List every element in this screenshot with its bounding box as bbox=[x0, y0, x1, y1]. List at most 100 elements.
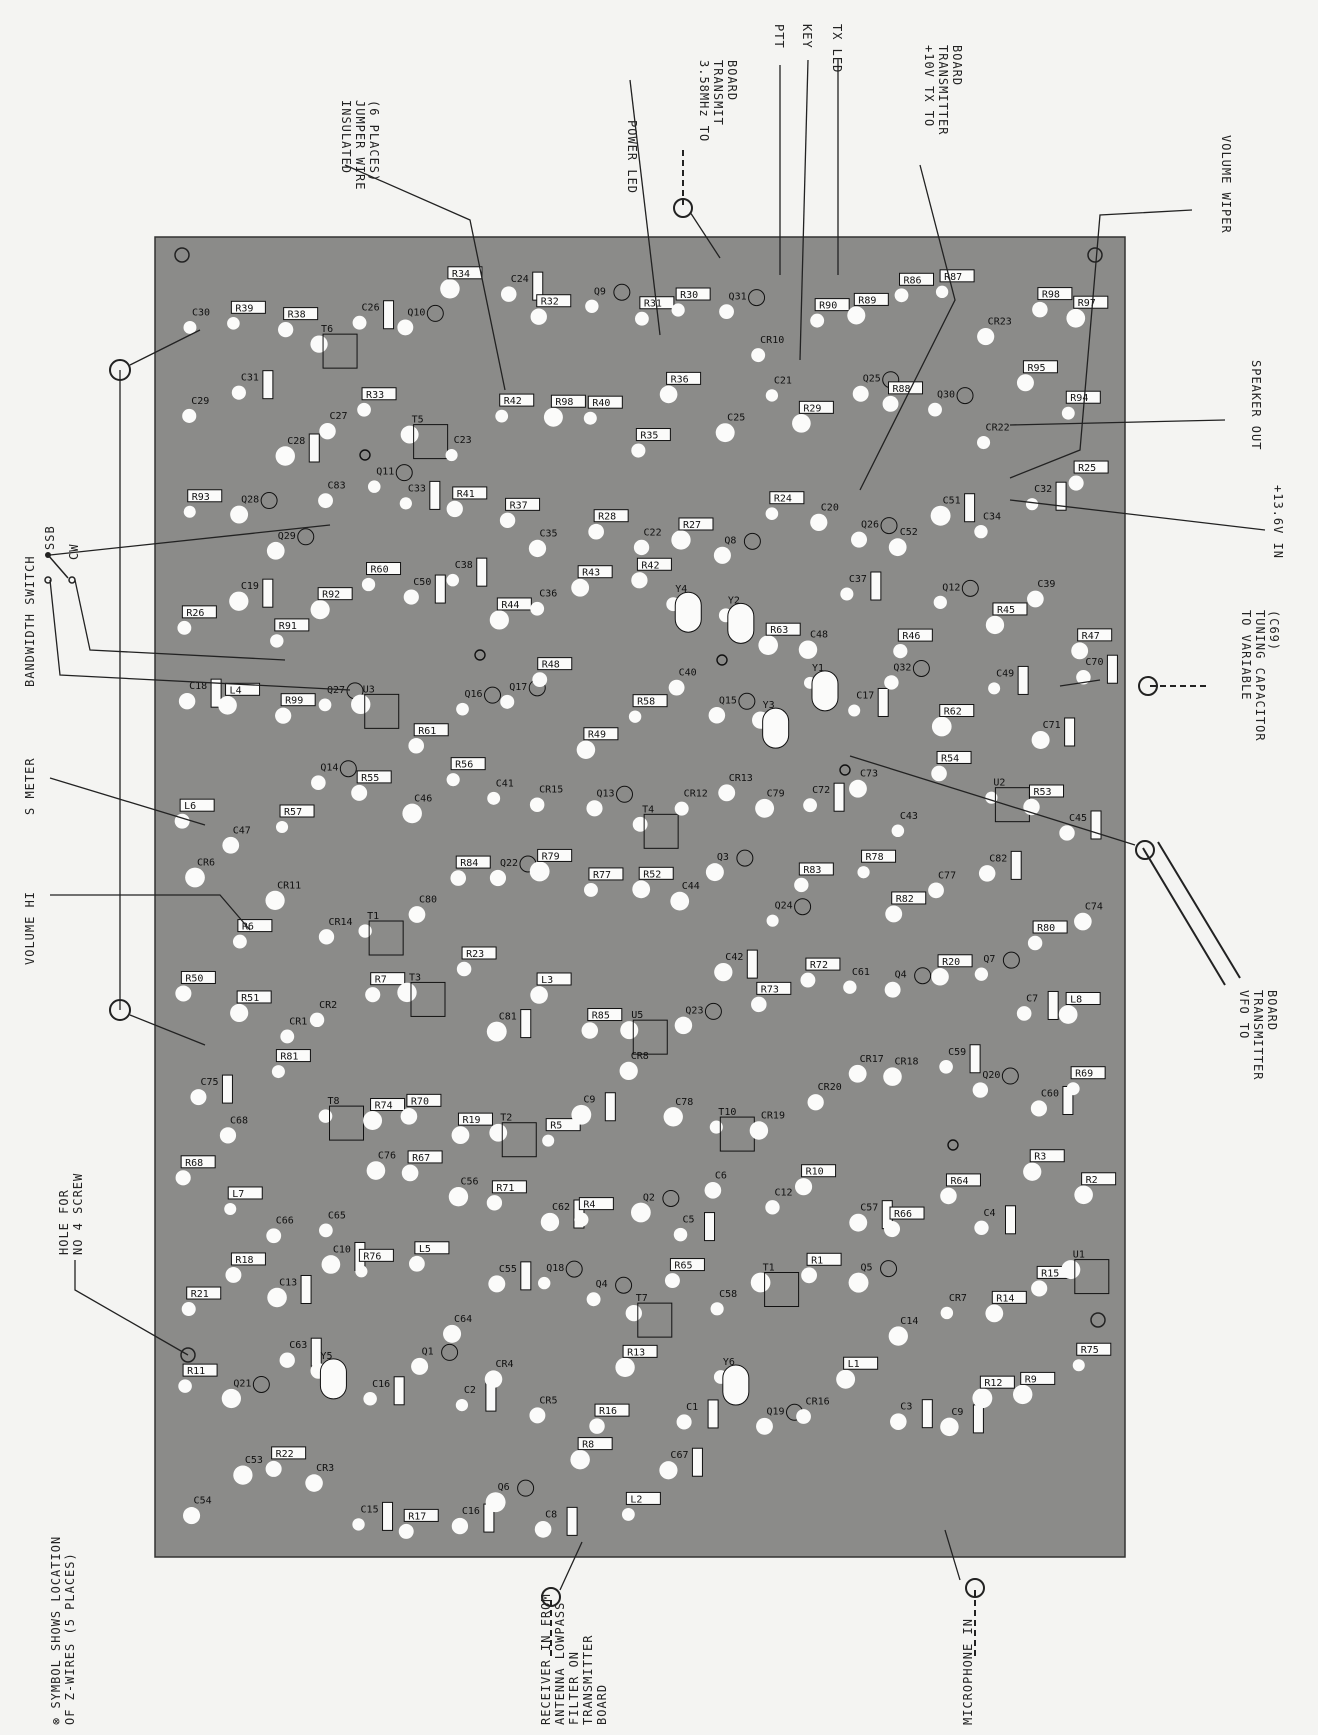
solder-pad bbox=[1031, 730, 1050, 749]
component-r61 bbox=[413, 723, 449, 737]
solder-pad bbox=[367, 480, 381, 493]
component-q32 bbox=[912, 659, 930, 677]
component-label: CR8 bbox=[631, 1051, 649, 1062]
component-label: Q17 bbox=[509, 682, 527, 693]
solder-pad bbox=[673, 1227, 688, 1242]
solder-pad bbox=[1032, 301, 1048, 318]
component-c71 bbox=[1064, 717, 1076, 747]
solder-pad bbox=[543, 407, 563, 427]
solder-pad bbox=[400, 425, 419, 444]
solder-pad bbox=[891, 824, 905, 838]
solder-pad bbox=[890, 1413, 907, 1430]
component-q21 bbox=[252, 1375, 270, 1393]
component-r35 bbox=[635, 428, 671, 442]
component-q8 bbox=[743, 532, 761, 550]
component-label: C47 bbox=[233, 825, 251, 836]
solder-pad bbox=[972, 1388, 993, 1409]
component-label: Q13 bbox=[597, 788, 615, 799]
solder-pad bbox=[796, 1409, 811, 1424]
component-r72 bbox=[805, 957, 841, 971]
solder-pad bbox=[271, 1065, 285, 1079]
solder-pad bbox=[1023, 1162, 1042, 1181]
component-label: L5 bbox=[419, 1244, 431, 1255]
component-label: R58 bbox=[637, 697, 655, 708]
component-r3 bbox=[1029, 1149, 1065, 1163]
label-plus10v-3: BOARD bbox=[950, 45, 964, 86]
component-label: R66 bbox=[894, 1209, 912, 1220]
component-label: C32 bbox=[1034, 484, 1052, 495]
solder-pad bbox=[409, 1255, 425, 1272]
solder-pad bbox=[190, 1089, 207, 1106]
component-label: C21 bbox=[774, 375, 792, 386]
solder-pad bbox=[411, 1357, 429, 1375]
component-r55 bbox=[356, 770, 392, 784]
component-r27 bbox=[678, 517, 714, 531]
component-label: R98 bbox=[1042, 290, 1060, 301]
component-r8 bbox=[577, 1437, 613, 1451]
component-label: C16 bbox=[462, 1506, 480, 1517]
solder-pad bbox=[310, 335, 328, 353]
component-r39 bbox=[230, 300, 266, 314]
label-symbol-1: ⊗ SYMBOL SHOWS LOCATION bbox=[49, 1536, 63, 1725]
component-label: R68 bbox=[185, 1158, 203, 1169]
solder-pad bbox=[985, 1304, 1004, 1323]
solder-pad bbox=[589, 1418, 605, 1434]
solder-pad bbox=[488, 1275, 506, 1293]
component-label: R43 bbox=[582, 568, 600, 579]
label-speaker-out: SPEAKER OUT bbox=[1249, 360, 1263, 450]
component-label: CR7 bbox=[949, 1293, 967, 1304]
component-label: T5 bbox=[412, 415, 424, 426]
solder-pad bbox=[224, 1202, 237, 1215]
component-label: R17 bbox=[408, 1511, 426, 1522]
component-label: R82 bbox=[896, 894, 914, 905]
component-label: R5 bbox=[550, 1121, 562, 1132]
component-label: C7 bbox=[1026, 993, 1038, 1004]
component-label: R93 bbox=[192, 492, 210, 503]
component-label: C20 bbox=[821, 502, 839, 513]
component-label: Q10 bbox=[407, 307, 425, 318]
component-c28 bbox=[308, 433, 320, 463]
solder-pad bbox=[935, 285, 949, 299]
solder-pad bbox=[230, 505, 249, 524]
label-varcap-2: TUNING CAPACITOR bbox=[1253, 610, 1267, 742]
component-c45 bbox=[1090, 810, 1102, 840]
solder-pad bbox=[352, 315, 367, 330]
leader-speaker bbox=[1009, 419, 1226, 426]
z-wire-marker bbox=[947, 1139, 959, 1151]
component-label: C38 bbox=[455, 560, 473, 571]
component-label: R89 bbox=[858, 295, 876, 306]
solder-pad bbox=[884, 675, 899, 690]
component-label: C54 bbox=[194, 1496, 212, 1507]
solder-pad bbox=[1016, 374, 1034, 392]
component-label: CR16 bbox=[806, 1397, 830, 1408]
component-label: CR3 bbox=[316, 1463, 334, 1474]
component-c9 bbox=[972, 1404, 984, 1434]
solder-pad bbox=[583, 411, 597, 425]
component-label: C28 bbox=[287, 436, 305, 447]
component-q12 bbox=[961, 579, 979, 597]
solder-pad bbox=[446, 773, 460, 787]
component-label: C73 bbox=[860, 769, 878, 780]
component-label: R81 bbox=[280, 1052, 298, 1063]
solder-pad bbox=[621, 1508, 635, 1521]
component-r40 bbox=[587, 395, 623, 409]
component-label: R92 bbox=[322, 590, 340, 601]
leader-smeter bbox=[49, 777, 206, 826]
component-r21 bbox=[186, 1286, 222, 1300]
component-label: C52 bbox=[900, 527, 918, 538]
component-y3 bbox=[762, 707, 790, 749]
solder-pad bbox=[632, 816, 648, 832]
solder-pad bbox=[319, 1223, 333, 1238]
solder-pad bbox=[178, 692, 196, 710]
solder-pad bbox=[710, 1302, 724, 1316]
component-c26 bbox=[383, 300, 395, 330]
solder-pad bbox=[628, 710, 642, 723]
component-pads bbox=[174, 266, 1118, 1539]
mounting-hole bbox=[1090, 1312, 1106, 1328]
mounting-hole bbox=[180, 1347, 196, 1363]
solder-pad bbox=[888, 538, 907, 557]
solder-pad bbox=[529, 1407, 546, 1424]
solder-pad bbox=[885, 905, 903, 923]
component-label: R33 bbox=[366, 390, 384, 401]
